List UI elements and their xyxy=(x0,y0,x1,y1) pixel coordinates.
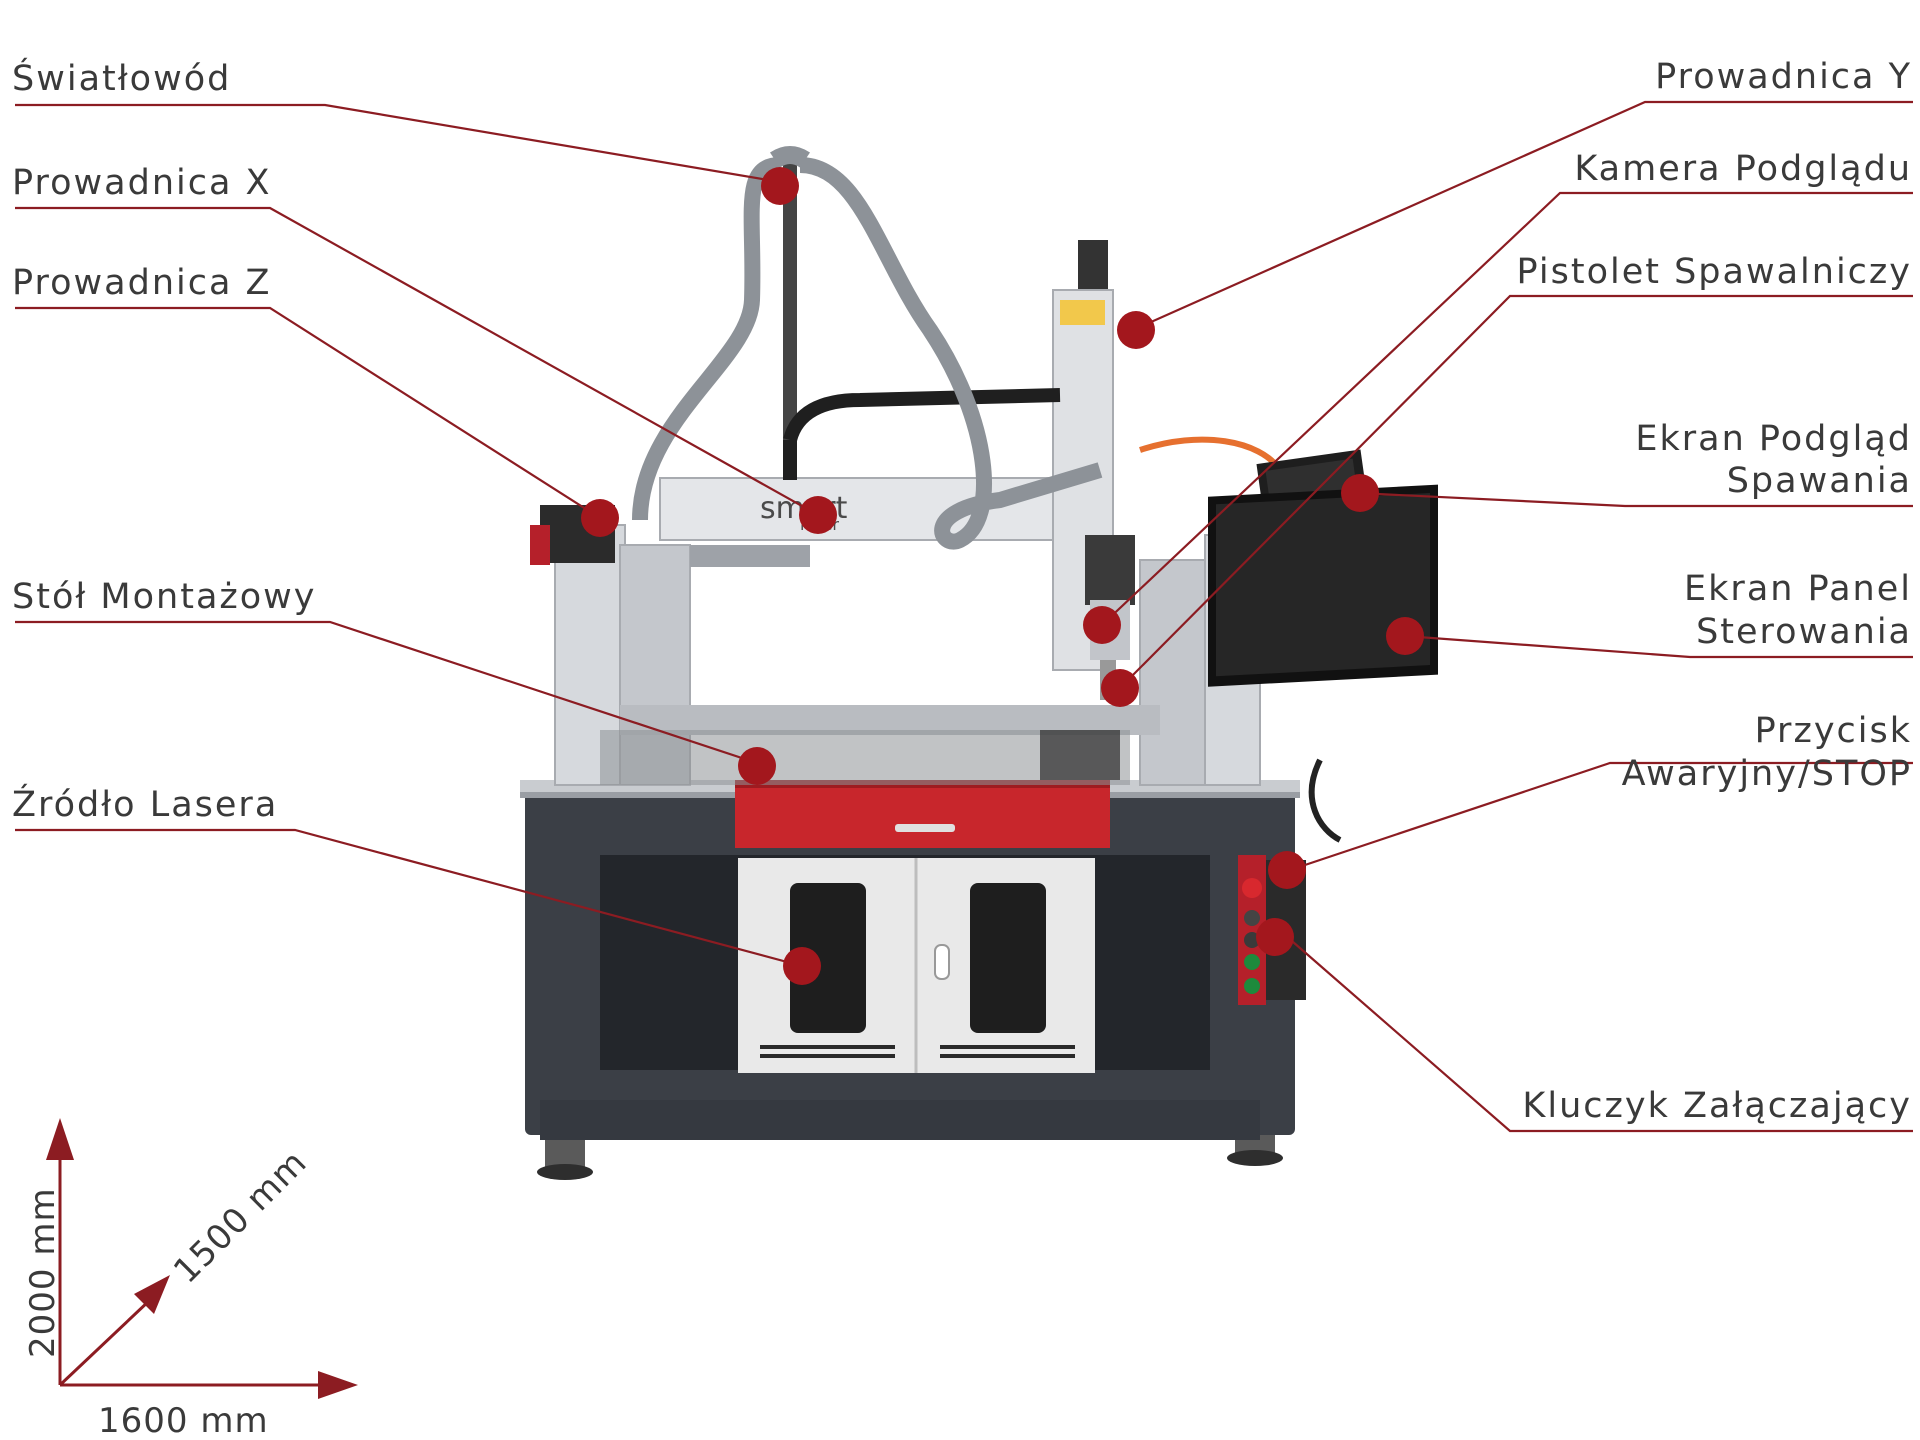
fiber-cable xyxy=(632,146,1103,550)
work-table xyxy=(600,705,1160,785)
callout-dot-prowadnica-x xyxy=(799,496,837,534)
label-kamera-podgladu: Kamera Podglądu xyxy=(1574,149,1912,189)
labels-right: Prowadnica Y Kamera Podglądu Pistolet Sp… xyxy=(1517,57,1912,1126)
callout-line-swiatlowod xyxy=(15,103,781,184)
cable-chains xyxy=(783,160,1061,480)
label-prowadnica-x: Prowadnica X xyxy=(12,163,272,203)
callout-dots xyxy=(581,167,1424,985)
callout-dot-zrodlo xyxy=(783,947,821,985)
label-prowadnica-y: Prowadnica Y xyxy=(1655,57,1912,97)
callout-dot-ekran-podglad xyxy=(1341,474,1379,512)
machine-illustration: smart laser xyxy=(520,146,1438,1180)
callout-line-pistolet xyxy=(1119,294,1913,689)
callout-dot-ekran-panel xyxy=(1386,617,1424,655)
callout-line-prowadnica-y xyxy=(1132,100,1913,332)
callout-dot-swiatlowod xyxy=(761,167,799,205)
callout-dot-przycisk xyxy=(1268,851,1306,889)
leveling-feet xyxy=(537,1128,1283,1180)
callout-line-prowadnica-z xyxy=(15,306,601,519)
arrow-up-icon xyxy=(46,1118,74,1160)
dim-height-label: 2000 mm xyxy=(23,1187,63,1358)
callout-line-przycisk xyxy=(1289,761,1913,872)
callout-line-kluczyk xyxy=(1284,934,1913,1133)
label-przycisk-line2: Awaryjny/STOP xyxy=(1622,754,1912,794)
drawer xyxy=(735,780,1110,848)
callout-dot-stol xyxy=(738,747,776,785)
dim-width-label: 1600 mm xyxy=(98,1401,269,1440)
arrow-diagonal-icon xyxy=(134,1275,170,1314)
callout-line-stol xyxy=(15,620,758,765)
label-ekran-podglad-line1: Ekran Podgląd xyxy=(1635,419,1912,459)
callout-dot-pistolet xyxy=(1101,669,1139,707)
callout-dot-kluczyk xyxy=(1256,918,1294,956)
label-ekran-panel-line2: Sterowania xyxy=(1696,612,1912,652)
callout-line-ekran-panel xyxy=(1404,634,1913,659)
callout-dot-prowadnica-y xyxy=(1117,311,1155,349)
label-ekran-podglad-line2: Spawania xyxy=(1727,461,1912,501)
callout-line-zrodlo xyxy=(15,828,803,968)
callout-dot-kamera xyxy=(1083,606,1121,644)
arrow-right-icon xyxy=(318,1371,358,1399)
callout-line-ekran-podglad xyxy=(1356,491,1913,508)
labels-left: Światłowód Prowadnica X Prowadnica Z Stó… xyxy=(12,57,317,825)
label-pistolet-spawalniczy: Pistolet Spawalniczy xyxy=(1517,252,1912,292)
label-swiatlowod: Światłowód xyxy=(12,57,231,99)
callout-lines xyxy=(15,100,1913,1133)
label-stol-montazowy: Stół Montażowy xyxy=(12,577,317,617)
callout-dot-prowadnica-z xyxy=(581,499,619,537)
dim-depth-label: 1500 mm xyxy=(166,1142,315,1291)
label-ekran-panel-line1: Ekran Panel xyxy=(1684,569,1912,609)
label-prowadnica-z: Prowadnica Z xyxy=(12,263,272,303)
dimension-indicator: 2000 mm 1500 mm 1600 mm xyxy=(23,1118,358,1440)
label-zrodlo-lasera: Źródło Lasera xyxy=(12,783,278,825)
label-przycisk-line1: Przycisk xyxy=(1755,711,1912,751)
callout-line-prowadnica-x xyxy=(15,206,819,516)
callout-line-kamera xyxy=(1101,191,1913,626)
label-kluczyk-zalaczajacy: Kluczyk Załączający xyxy=(1522,1086,1912,1126)
